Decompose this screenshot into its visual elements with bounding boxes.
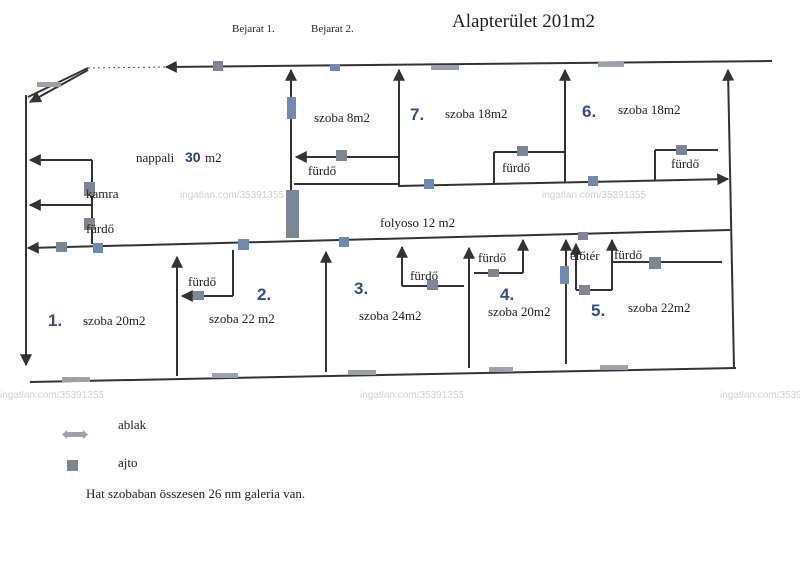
watermark: ingatlan.com/35391355 xyxy=(0,390,104,401)
watermark: ingatlan.com/35391355 xyxy=(720,390,800,401)
window-marker xyxy=(212,373,238,378)
gallery-note: Hat szobaban összesen 26 nm galeria van. xyxy=(86,486,305,501)
door-marker xyxy=(488,269,499,277)
corridor-label: folyoso 12 m2 xyxy=(380,215,455,230)
window-marker xyxy=(348,370,376,375)
door-marker xyxy=(213,61,223,71)
room-8m2-label: szoba 8m2 xyxy=(314,110,370,125)
legend: ablak ajto Hat szobaban összesen 26 nm g… xyxy=(62,417,305,501)
bathroom-label: fürdő xyxy=(188,274,216,289)
bathroom-label: fürdő xyxy=(478,250,506,265)
room-2-label: szoba 22 m2 xyxy=(209,311,275,326)
door-marker xyxy=(193,291,204,300)
door-marker xyxy=(579,285,590,295)
windows xyxy=(37,62,628,382)
window-marker xyxy=(598,62,624,67)
bathroom-label: fürdő xyxy=(308,163,336,178)
door-marker xyxy=(330,64,340,71)
living-room-area-unit: m2 xyxy=(205,150,222,165)
room-5-number: 5. xyxy=(591,301,605,320)
door-marker xyxy=(517,146,528,156)
pantry-label: kamra xyxy=(86,186,119,201)
door-marker xyxy=(93,243,103,253)
window-marker xyxy=(600,365,628,370)
watermark: ingatlan.com/35391355 xyxy=(360,390,464,401)
plan-title: Alapterület 201m2 xyxy=(452,11,595,32)
bathroom-label: fürdő xyxy=(410,268,438,283)
door-marker xyxy=(336,150,347,161)
room-3-label: szoba 24m2 xyxy=(359,308,421,323)
door-marker xyxy=(84,182,95,196)
doors xyxy=(56,61,687,300)
door-legend-label: ajto xyxy=(118,455,138,470)
window-marker xyxy=(431,65,459,70)
door-marker xyxy=(427,280,438,290)
room-5-label: szoba 22m2 xyxy=(628,300,690,315)
door-marker xyxy=(238,239,249,250)
bathroom-label: fürdő xyxy=(502,160,530,175)
watermark: ingatlan.com/35391355 xyxy=(542,190,646,201)
room-1-label: szoba 20m2 xyxy=(83,313,145,328)
room-6-number: 6. xyxy=(582,102,596,121)
bathroom-label: fürdő xyxy=(671,156,699,171)
window-marker xyxy=(62,377,90,382)
entrance-2-label: Bejarat 2. xyxy=(311,23,354,35)
entrance-1-label: Bejarat 1. xyxy=(232,23,275,35)
window-marker xyxy=(37,82,61,87)
door-marker xyxy=(676,145,687,155)
room-4-label: szoba 20m2 xyxy=(488,304,550,319)
door-marker xyxy=(287,97,296,119)
room-7-label: szoba 18m2 xyxy=(445,106,507,121)
room-7-number: 7. xyxy=(410,105,424,124)
window-marker xyxy=(489,367,513,372)
room-4-number: 4. xyxy=(500,285,514,304)
door-legend-icon xyxy=(67,460,78,471)
door-marker xyxy=(649,257,661,269)
bathroom-label: fürdő xyxy=(86,221,114,236)
room-3-number: 3. xyxy=(354,279,368,298)
door-marker xyxy=(56,242,67,252)
room-6-label: szoba 18m2 xyxy=(618,102,680,117)
anteroom-label: előtér xyxy=(570,248,600,263)
door-marker xyxy=(588,176,598,186)
living-room-label: nappali xyxy=(136,150,175,165)
door-marker xyxy=(424,179,434,189)
watermark: ingatlan.com/35391355 xyxy=(180,190,284,201)
living-room-area-number: 30 xyxy=(185,149,201,165)
window-legend-icon xyxy=(62,430,88,439)
window-legend-label: ablak xyxy=(118,417,147,432)
room-1-number: 1. xyxy=(48,311,62,330)
room-2-number: 2. xyxy=(257,285,271,304)
watermarks: ingatlan.com/35391355 ingatlan.com/35391… xyxy=(0,190,800,401)
door-marker xyxy=(560,266,569,284)
bathroom-label: fürdő xyxy=(614,247,642,262)
door-marker xyxy=(339,237,349,247)
door-marker xyxy=(578,232,588,240)
door-marker xyxy=(286,190,299,238)
door-marker xyxy=(84,218,95,230)
